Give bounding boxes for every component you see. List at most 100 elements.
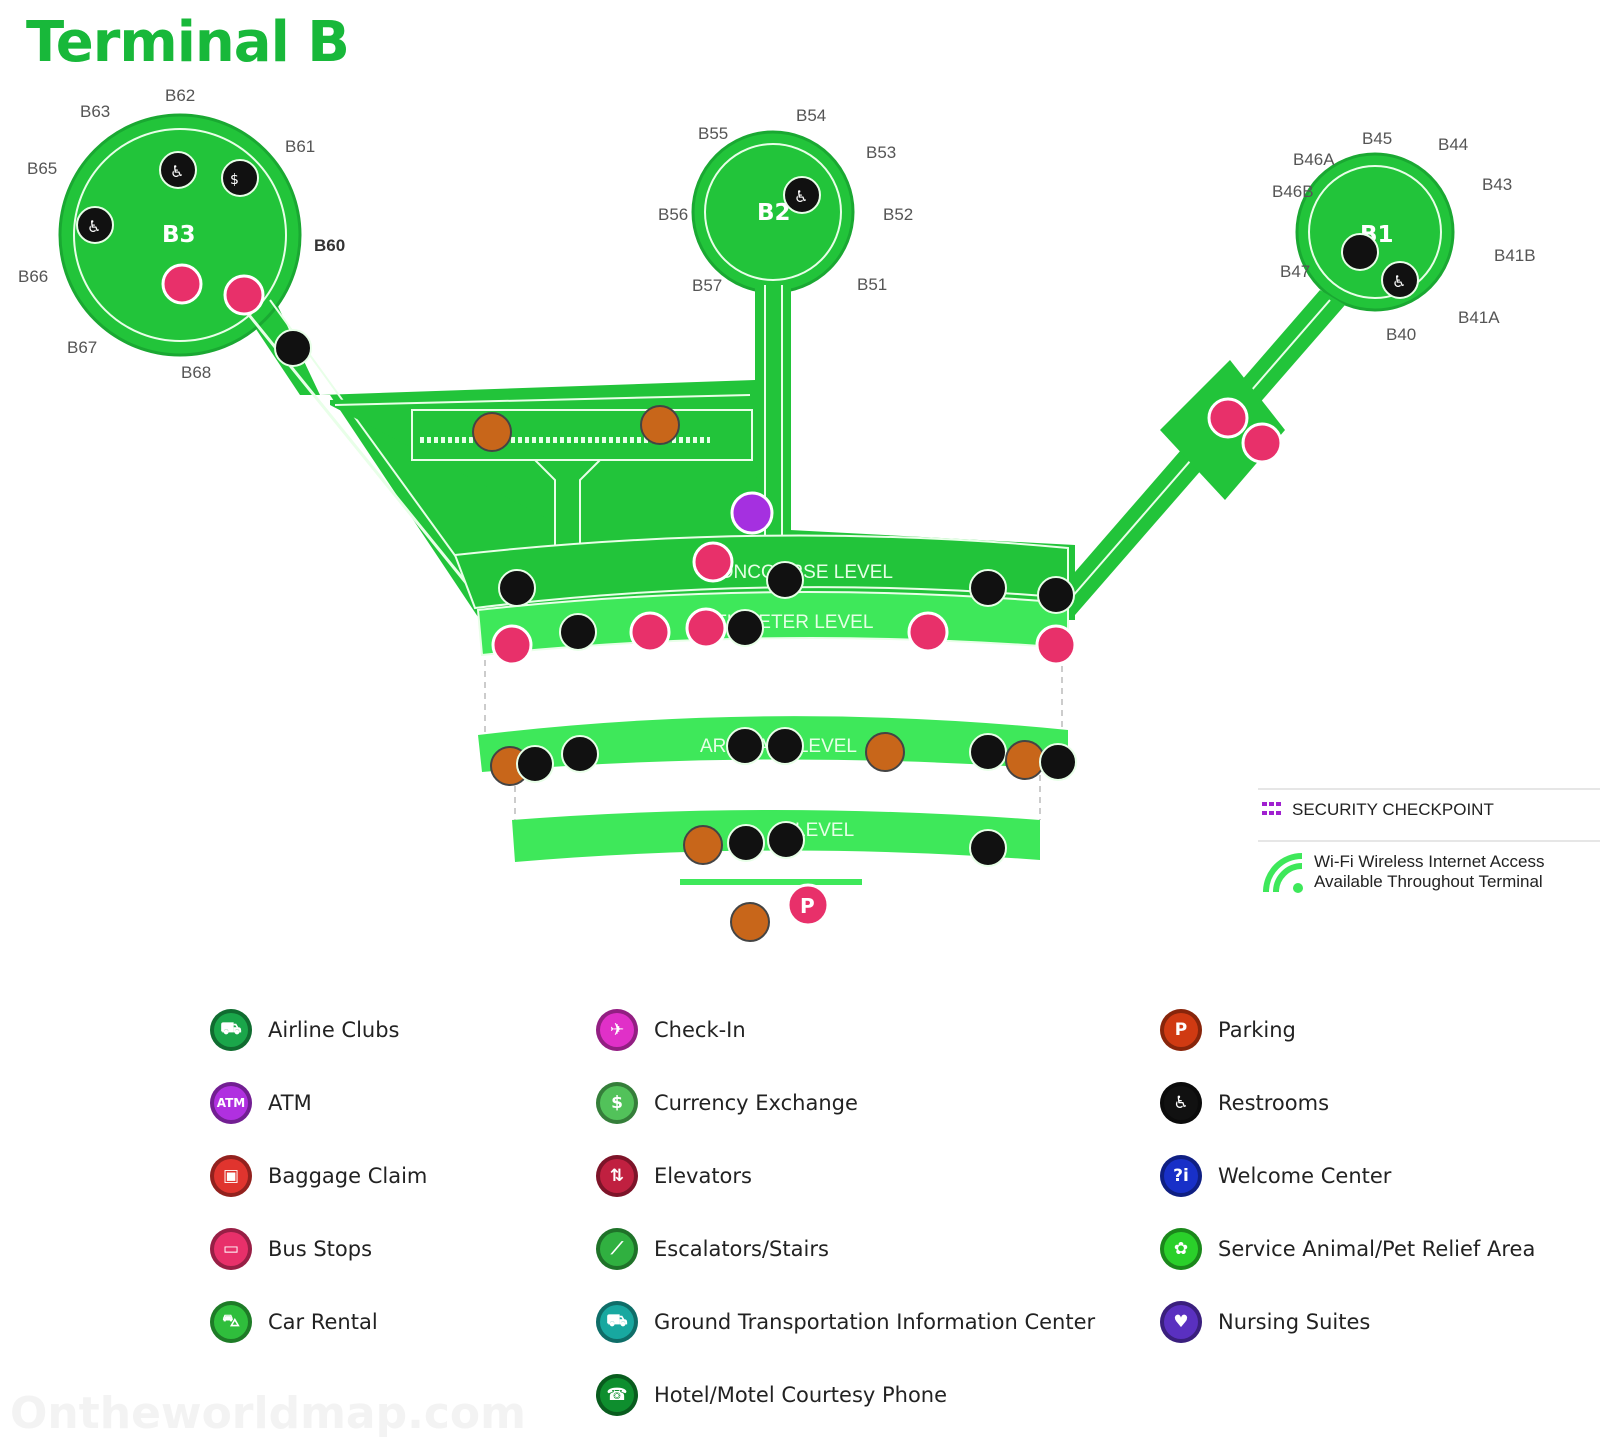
restroom-icon: ♿ xyxy=(1160,1082,1202,1124)
ground-level-label: LEVEL xyxy=(795,820,854,841)
legend-item: ▣Baggage Claim xyxy=(210,1155,427,1197)
gate-label: B54 xyxy=(796,106,826,125)
currency-exchange-icon: $ xyxy=(596,1082,638,1124)
elevator-icon[interactable] xyxy=(1341,233,1379,271)
restroom-icon[interactable]: ♿ xyxy=(783,176,821,214)
restroom-icon[interactable]: ♿ xyxy=(159,151,197,189)
gate-label: B52 xyxy=(883,205,913,224)
elevator-icon[interactable] xyxy=(1039,743,1077,781)
baggage-claim-icon: ▣ xyxy=(210,1155,252,1197)
legend-divider xyxy=(1258,788,1600,790)
gate-label: B41B xyxy=(1494,246,1536,265)
airline-club-icon[interactable] xyxy=(692,541,734,583)
escalator-icon[interactable] xyxy=(766,727,804,765)
check-in-icon[interactable] xyxy=(491,624,533,666)
elevator-icon[interactable] xyxy=(726,609,764,647)
gate-label: B62 xyxy=(165,86,195,105)
legend-label: Currency Exchange xyxy=(654,1091,858,1115)
hotel-phone-icon[interactable] xyxy=(472,412,512,452)
airline-club-icon[interactable] xyxy=(1207,397,1249,439)
terminal-map: CONCOURSE LEVEL TICKETER LEVEL ARRIVALS … xyxy=(18,86,1536,942)
escalator-icon[interactable] xyxy=(766,561,804,599)
parking-icon[interactable]: P xyxy=(786,883,830,927)
legend-item: ⟋Escalators/Stairs xyxy=(596,1228,829,1270)
elevator-icon[interactable] xyxy=(516,745,554,783)
svg-text:$: $ xyxy=(230,172,239,188)
ground-transport-icon: ⛟ xyxy=(596,1301,638,1343)
check-in-icon[interactable] xyxy=(629,611,671,653)
baggage-claim-icon[interactable] xyxy=(1005,740,1045,780)
legend-item: ⛟Ground Transportation Information Cente… xyxy=(596,1301,1095,1343)
svg-text:P: P xyxy=(800,894,815,918)
legend-item: ⇅Elevators xyxy=(596,1155,752,1197)
currency-exchange-icon[interactable]: $ xyxy=(221,159,259,197)
legend-label: Hotel/Motel Courtesy Phone xyxy=(654,1383,948,1407)
wifi-icon xyxy=(1263,853,1303,893)
gate-label: B43 xyxy=(1482,175,1512,194)
restroom-icon[interactable]: ♿ xyxy=(1381,261,1419,299)
svg-text:♿: ♿ xyxy=(87,217,101,236)
legend-label: Nursing Suites xyxy=(1218,1310,1371,1334)
legend-label: Welcome Center xyxy=(1218,1164,1392,1188)
check-in-icon: ✈ xyxy=(596,1009,638,1051)
hotel-phone-icon[interactable] xyxy=(640,405,680,445)
legend-item: ♥ Nursing Suites xyxy=(1160,1301,1370,1343)
gate-label: B68 xyxy=(181,363,211,382)
baggage-claim-icon[interactable] xyxy=(865,732,905,772)
wifi-line-1: Wi-Fi Wireless Internet Access xyxy=(1314,852,1545,871)
escalator-icon[interactable] xyxy=(969,733,1007,771)
pet-relief-icon: ✿ xyxy=(1160,1228,1202,1270)
hotel-phone-icon: ☎ xyxy=(596,1374,638,1416)
legend-item: ⛟Airline Clubs xyxy=(210,1009,400,1051)
check-in-icon[interactable] xyxy=(1035,624,1077,666)
svg-text:♿: ♿ xyxy=(170,162,184,181)
airline-club-icon[interactable] xyxy=(161,263,203,305)
gate-label: B47 xyxy=(1280,262,1310,281)
gate-label: B44 xyxy=(1438,135,1468,154)
gate-label: B65 xyxy=(27,159,57,178)
restroom-icon[interactable]: ♿ xyxy=(76,206,114,244)
legend-item: ⛍Car Rental xyxy=(210,1301,378,1343)
airline-club-icon[interactable] xyxy=(223,274,265,316)
gate-label: B63 xyxy=(80,102,110,121)
security-checkpoint-note: SECURITY CHECKPOINT xyxy=(1262,800,1494,820)
nursing-suite-icon: ♥ xyxy=(1160,1301,1202,1343)
gate-label: B57 xyxy=(692,276,722,295)
security-checkpoint-label: SECURITY CHECKPOINT xyxy=(1292,800,1494,819)
airline-club-icon[interactable] xyxy=(1241,422,1283,464)
watermark: Ontheworldmap.com xyxy=(10,1388,526,1439)
atm-icon[interactable] xyxy=(730,491,774,535)
gate-label: B46A xyxy=(1293,150,1335,169)
gate-label: B45 xyxy=(1362,129,1392,148)
car-rental-icon[interactable] xyxy=(683,825,723,865)
legend-label: Bus Stops xyxy=(268,1237,373,1261)
legend-label: Restrooms xyxy=(1218,1091,1330,1115)
legend-label: Escalators/Stairs xyxy=(654,1237,829,1261)
hub-label-b3: B3 xyxy=(162,222,196,248)
parking-icon: P xyxy=(1160,1009,1202,1051)
escalator-icon[interactable] xyxy=(767,821,805,859)
check-in-icon[interactable] xyxy=(907,611,949,653)
svg-text:♿: ♿ xyxy=(1392,272,1406,291)
gate-label: B55 xyxy=(698,124,728,143)
legend-item: ☎ Hotel/Motel Courtesy Phone xyxy=(596,1374,947,1416)
elevator-icon[interactable] xyxy=(727,824,765,862)
restroom-icon[interactable] xyxy=(498,569,536,607)
currency-exchange-icon[interactable] xyxy=(274,329,312,367)
car-rental-icon: ⛍ xyxy=(210,1301,252,1343)
b2-satellite xyxy=(691,130,855,545)
legend-item: $ Currency Exchange xyxy=(596,1082,858,1124)
hub-label-b2: B2 xyxy=(757,200,791,226)
legend-label: ATM xyxy=(268,1091,312,1115)
check-in-icon[interactable] xyxy=(685,607,727,649)
escalator-icon[interactable] xyxy=(969,569,1007,607)
legend-label: Check-In xyxy=(654,1018,746,1042)
bus-stop-icon[interactable] xyxy=(730,902,770,942)
elevator-icon[interactable] xyxy=(1037,576,1075,614)
escalator-icon[interactable] xyxy=(559,613,597,651)
elevator-icon[interactable] xyxy=(726,727,764,765)
escalator-icon[interactable] xyxy=(561,735,599,773)
escalator-icon[interactable] xyxy=(969,829,1007,867)
